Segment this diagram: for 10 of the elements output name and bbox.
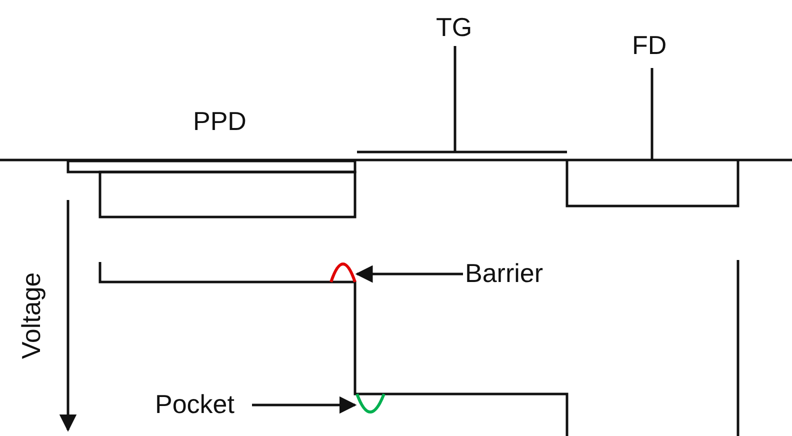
leader-arrow [252,396,357,414]
gate-label: TG [436,14,472,40]
pocket-arc [356,393,386,414]
photodiode-label: PPD [193,108,246,134]
axis-label: Voltage [18,272,44,358]
diffusion-label: FD [632,32,667,58]
leader-arrow [355,265,463,283]
callout-text: Barrier [465,260,544,286]
barrier-arc [330,262,356,283]
callout-text: Pocket [155,391,234,417]
